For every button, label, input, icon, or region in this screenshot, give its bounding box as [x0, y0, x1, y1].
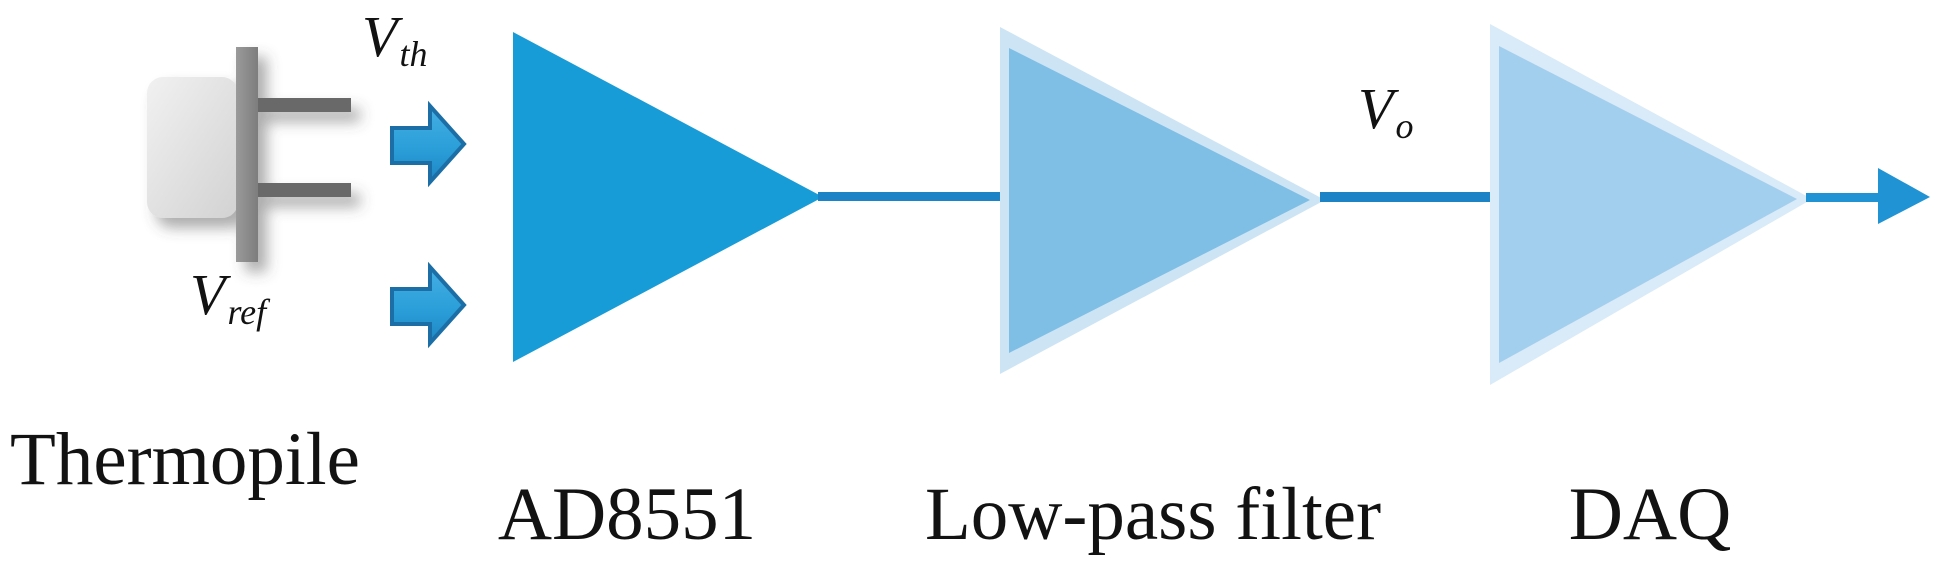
amplifier-triangle-icon	[513, 32, 823, 362]
input-arrow-top-icon	[390, 100, 467, 188]
amplifier-label: AD8551	[497, 473, 757, 556]
vth-base: V	[362, 4, 398, 69]
daq-label: DAQ	[1568, 473, 1732, 556]
thermopile-icon	[147, 47, 351, 262]
lowpass-triangle-icon	[1009, 48, 1310, 353]
input-arrow-bottom-icon	[390, 261, 467, 349]
vo-label: Vo	[1358, 80, 1413, 145]
output-arrowhead-icon	[1878, 168, 1930, 224]
thermopile-flange	[236, 47, 258, 262]
thermopile-label: Thermopile	[10, 418, 360, 501]
vref-base: V	[190, 262, 226, 327]
thermopile-pin-top	[253, 98, 351, 112]
vth-label: Vth	[362, 8, 427, 73]
wire-filter-to-daq	[1320, 192, 1496, 202]
output-wire	[1806, 193, 1886, 202]
lowpass-label: Low-pass filter	[924, 473, 1382, 556]
vref-label: Vref	[190, 266, 266, 331]
daq-triangle-icon	[1499, 46, 1797, 363]
vref-subscript: ref	[227, 292, 267, 332]
thermopile-body	[147, 77, 238, 218]
vo-subscript: o	[1395, 106, 1414, 146]
vth-subscript: th	[399, 34, 428, 74]
wire-amp-to-filter	[818, 192, 1004, 201]
vo-base: V	[1358, 76, 1394, 141]
thermopile-pin-bottom	[253, 183, 351, 197]
